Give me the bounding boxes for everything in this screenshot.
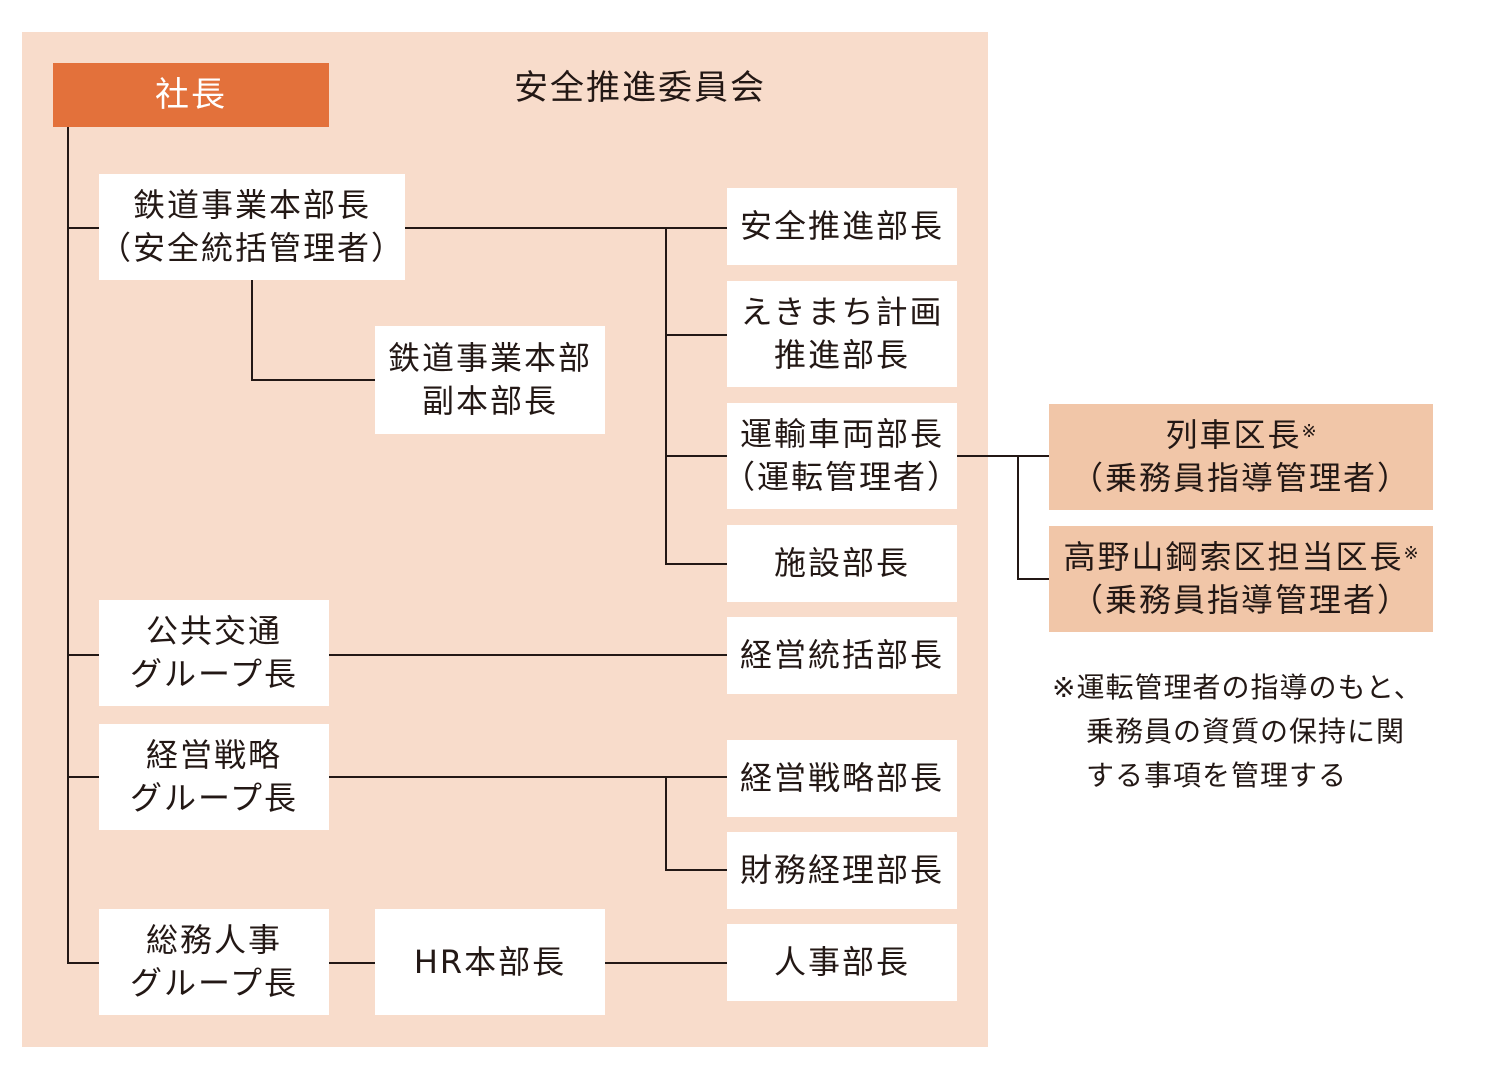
railway-hq-deputy-box: 鉄道事業本部 副本部長 — [375, 326, 605, 434]
general-affairs-line1: 総務人事 — [145, 921, 282, 959]
hr-dept-label: 人事部長 — [773, 943, 910, 981]
connector-transport-vehicle — [665, 455, 727, 457]
transport-vehicle-box: 運輸車両部長 （運転管理者） — [723, 403, 959, 509]
connector-finance — [665, 869, 727, 871]
koyasan-cable-mark: ※ — [1403, 543, 1419, 564]
connector-railway-hq — [67, 227, 99, 229]
footnote-line3: する事項を管理する — [1086, 759, 1348, 792]
train-district-title: 列車区長※ — [1165, 414, 1316, 457]
connector-public-to-mgmt — [329, 654, 727, 656]
president-label: 社長 — [155, 74, 227, 115]
connector-deputy — [251, 379, 375, 381]
train-district-label: 列車区長 — [1165, 416, 1302, 454]
finance-accounting-label: 財務経理部長 — [739, 851, 944, 889]
strategy-branch — [665, 776, 667, 870]
connector-public-transport — [67, 654, 99, 656]
hr-hq-label: HR本部長 — [413, 942, 567, 981]
hr-dept-box: 人事部長 — [727, 924, 957, 1001]
ekimachi-line2: 推進部長 — [773, 336, 910, 374]
hr-hq-box: HR本部長 — [375, 909, 605, 1015]
general-affairs-group-box: 総務人事 グループ長 — [99, 909, 329, 1015]
president-box: 社長 — [53, 63, 329, 127]
mgmt-strategy-group-box: 経営戦略 グループ長 — [99, 724, 329, 830]
footnote-line2: 乗務員の資質の保持に関 — [1086, 715, 1406, 748]
mgmt-strategy-group-line1: 経営戦略 — [145, 736, 282, 774]
railway-hq-role: （安全統括管理者） — [99, 229, 406, 267]
connector-ekimachi — [665, 334, 727, 336]
mgmt-coordination-label: 経営統括部長 — [739, 636, 944, 674]
mgmt-strategy-label: 経営戦略部長 — [739, 759, 944, 797]
koyasan-cable-title: 高野山鋼索区担当区長※ — [1063, 536, 1418, 579]
railway-hq-title: 鉄道事業本部長 — [132, 186, 371, 224]
connector-hr-to-dept — [605, 962, 727, 964]
safety-committee-title: 安全推進委員会 — [514, 68, 766, 108]
deputy-line2: 副本部長 — [421, 382, 558, 420]
mgmt-coordination-box: 経営統括部長 — [727, 617, 957, 694]
crew-branch — [1017, 455, 1019, 579]
public-transport-group-box: 公共交通 グループ長 — [99, 600, 329, 706]
mgmt-strategy-group-line2: グループ長 — [129, 779, 299, 817]
koyasan-cable-box: 高野山鋼索区担当区長※ （乗務員指導管理者） — [1049, 526, 1433, 632]
connector-strategy-to-dept — [329, 776, 727, 778]
train-district-box: 列車区長※ （乗務員指導管理者） — [1049, 404, 1433, 510]
railway-hq-box: 鉄道事業本部長 （安全統括管理者） — [99, 174, 405, 280]
finance-accounting-box: 財務経理部長 — [727, 832, 957, 909]
connector-mgmt-strategy-group — [67, 776, 99, 778]
footnote-line1: ※運転管理者の指導のもと、 — [1052, 671, 1423, 704]
general-affairs-line2: グループ長 — [129, 964, 299, 1002]
safety-promotion-box: 安全推進部長 — [727, 188, 957, 265]
trunk-line — [67, 127, 69, 963]
railway-dept-branch — [665, 227, 667, 564]
deputy-line1: 鉄道事業本部 — [387, 339, 592, 377]
footnote: ※運転管理者の指導のもと、 乗務員の資質の保持に関 する事項を管理する — [1052, 666, 1423, 798]
connector-general-to-hr — [329, 962, 375, 964]
transport-vehicle-title: 運輸車両部長 — [739, 415, 944, 453]
ekimachi-line1: えきまち計画 — [740, 293, 944, 331]
public-transport-line2: グループ長 — [129, 655, 299, 693]
train-district-mark: ※ — [1301, 421, 1317, 442]
connector-koyasan — [1017, 578, 1049, 580]
train-district-role: （乗務員指導管理者） — [1070, 459, 1411, 497]
koyasan-cable-role: （乗務員指導管理者） — [1070, 581, 1411, 619]
facilities-label: 施設部長 — [773, 544, 910, 582]
koyasan-cable-label: 高野山鋼索区担当区長 — [1063, 538, 1404, 576]
public-transport-line1: 公共交通 — [145, 612, 282, 650]
facilities-box: 施設部長 — [727, 525, 957, 602]
connector-railway-to-safety — [405, 227, 727, 229]
connector-general-affairs — [67, 962, 99, 964]
transport-vehicle-role: （運転管理者） — [723, 458, 962, 496]
connector-facilities — [665, 563, 727, 565]
ekimachi-box: えきまち計画 推進部長 — [727, 281, 957, 387]
deputy-branch — [251, 280, 253, 380]
mgmt-strategy-box: 経営戦略部長 — [727, 740, 957, 817]
safety-promotion-label: 安全推進部長 — [739, 207, 944, 245]
connector-transport-to-train — [957, 455, 1049, 457]
